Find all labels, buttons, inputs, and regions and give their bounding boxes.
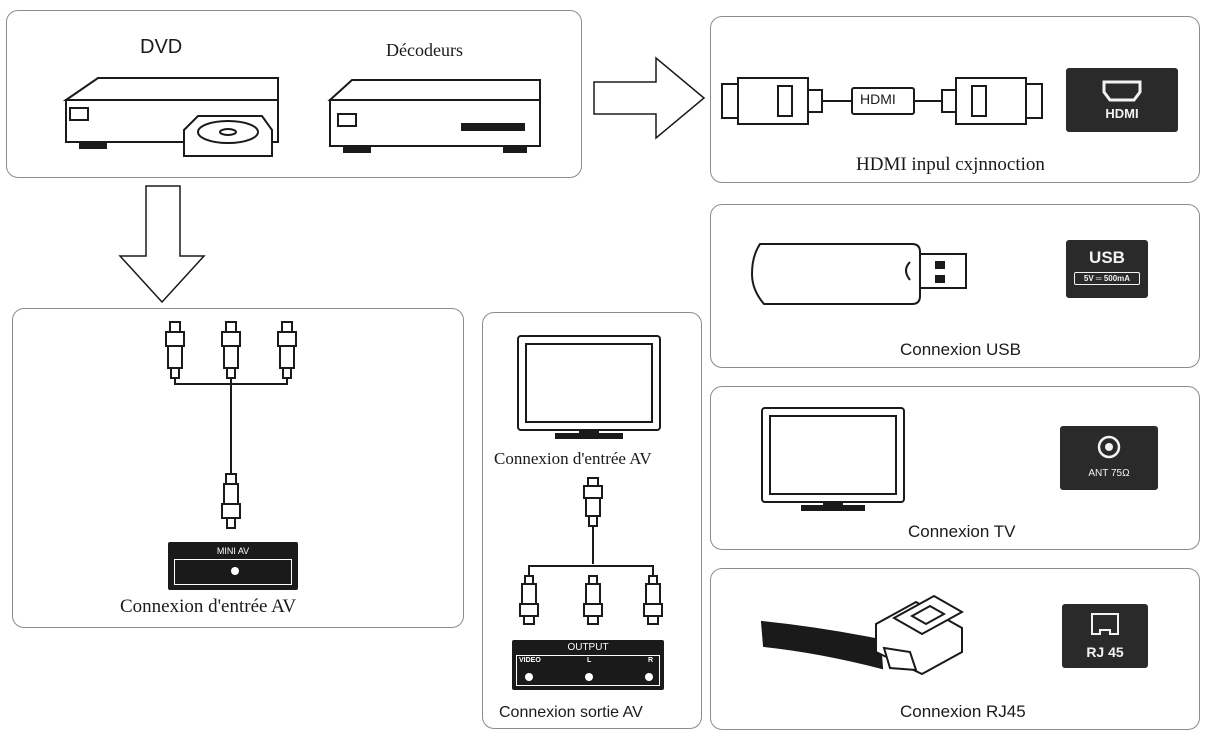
usb-port-sublabel: 5V ═ 500mA xyxy=(1074,272,1140,285)
mini-av-port: MINI AV xyxy=(168,542,298,590)
hdmi-port-icon xyxy=(1102,80,1142,102)
usb-port-badge: USB 5V ═ 500mA xyxy=(1066,240,1148,298)
jack-r-icon xyxy=(645,673,653,681)
rj45-port-label: RJ 45 xyxy=(1086,644,1124,660)
output-panel-inner: VIDEO L R xyxy=(516,655,660,686)
av-input-caption: Connexion d'entrée AV xyxy=(494,449,652,468)
mini-av-caption: Connexion d'entrée AV xyxy=(120,596,297,617)
hdmi-caption: HDMI inpul cxjnnoction xyxy=(856,154,1045,175)
ant-port-badge: ANT 75Ω xyxy=(1060,426,1158,490)
usb-caption: Connexion USB xyxy=(900,340,1021,359)
mini-av-port-slot xyxy=(174,559,292,585)
dvd-label: DVD xyxy=(140,36,183,58)
jack-l-icon xyxy=(585,673,593,681)
usb-port-label: USB xyxy=(1089,248,1125,267)
ant-port-label: ANT 75Ω xyxy=(1088,468,1130,479)
jack-label-video: VIDEO xyxy=(519,657,541,664)
output-panel-title: OUTPUT xyxy=(567,642,609,653)
rj45-caption: Connexion RJ45 xyxy=(900,702,1026,721)
coax-port-icon xyxy=(1097,435,1121,459)
av-output-caption: Connexion sortie AV xyxy=(499,704,643,721)
hdmi-port-badge: HDMI xyxy=(1066,68,1178,132)
hdmi-port-label: HDMI xyxy=(1105,106,1139,121)
decoder-label: Décodeurs xyxy=(386,40,463,60)
mini-av-jack-icon xyxy=(231,567,239,575)
hdmi-cable-label: HDMI xyxy=(860,91,896,107)
mini-av-port-label: MINI AV xyxy=(216,546,250,556)
tv-caption: Connexion TV xyxy=(908,522,1016,541)
rj45-port-icon xyxy=(1091,613,1119,635)
output-port-panel: OUTPUT VIDEO L R xyxy=(512,640,664,690)
jack-video-icon xyxy=(525,673,533,681)
rj45-port-badge: RJ 45 xyxy=(1062,604,1148,668)
jack-label-r: R xyxy=(647,657,653,664)
jack-label-l: L xyxy=(587,657,592,664)
